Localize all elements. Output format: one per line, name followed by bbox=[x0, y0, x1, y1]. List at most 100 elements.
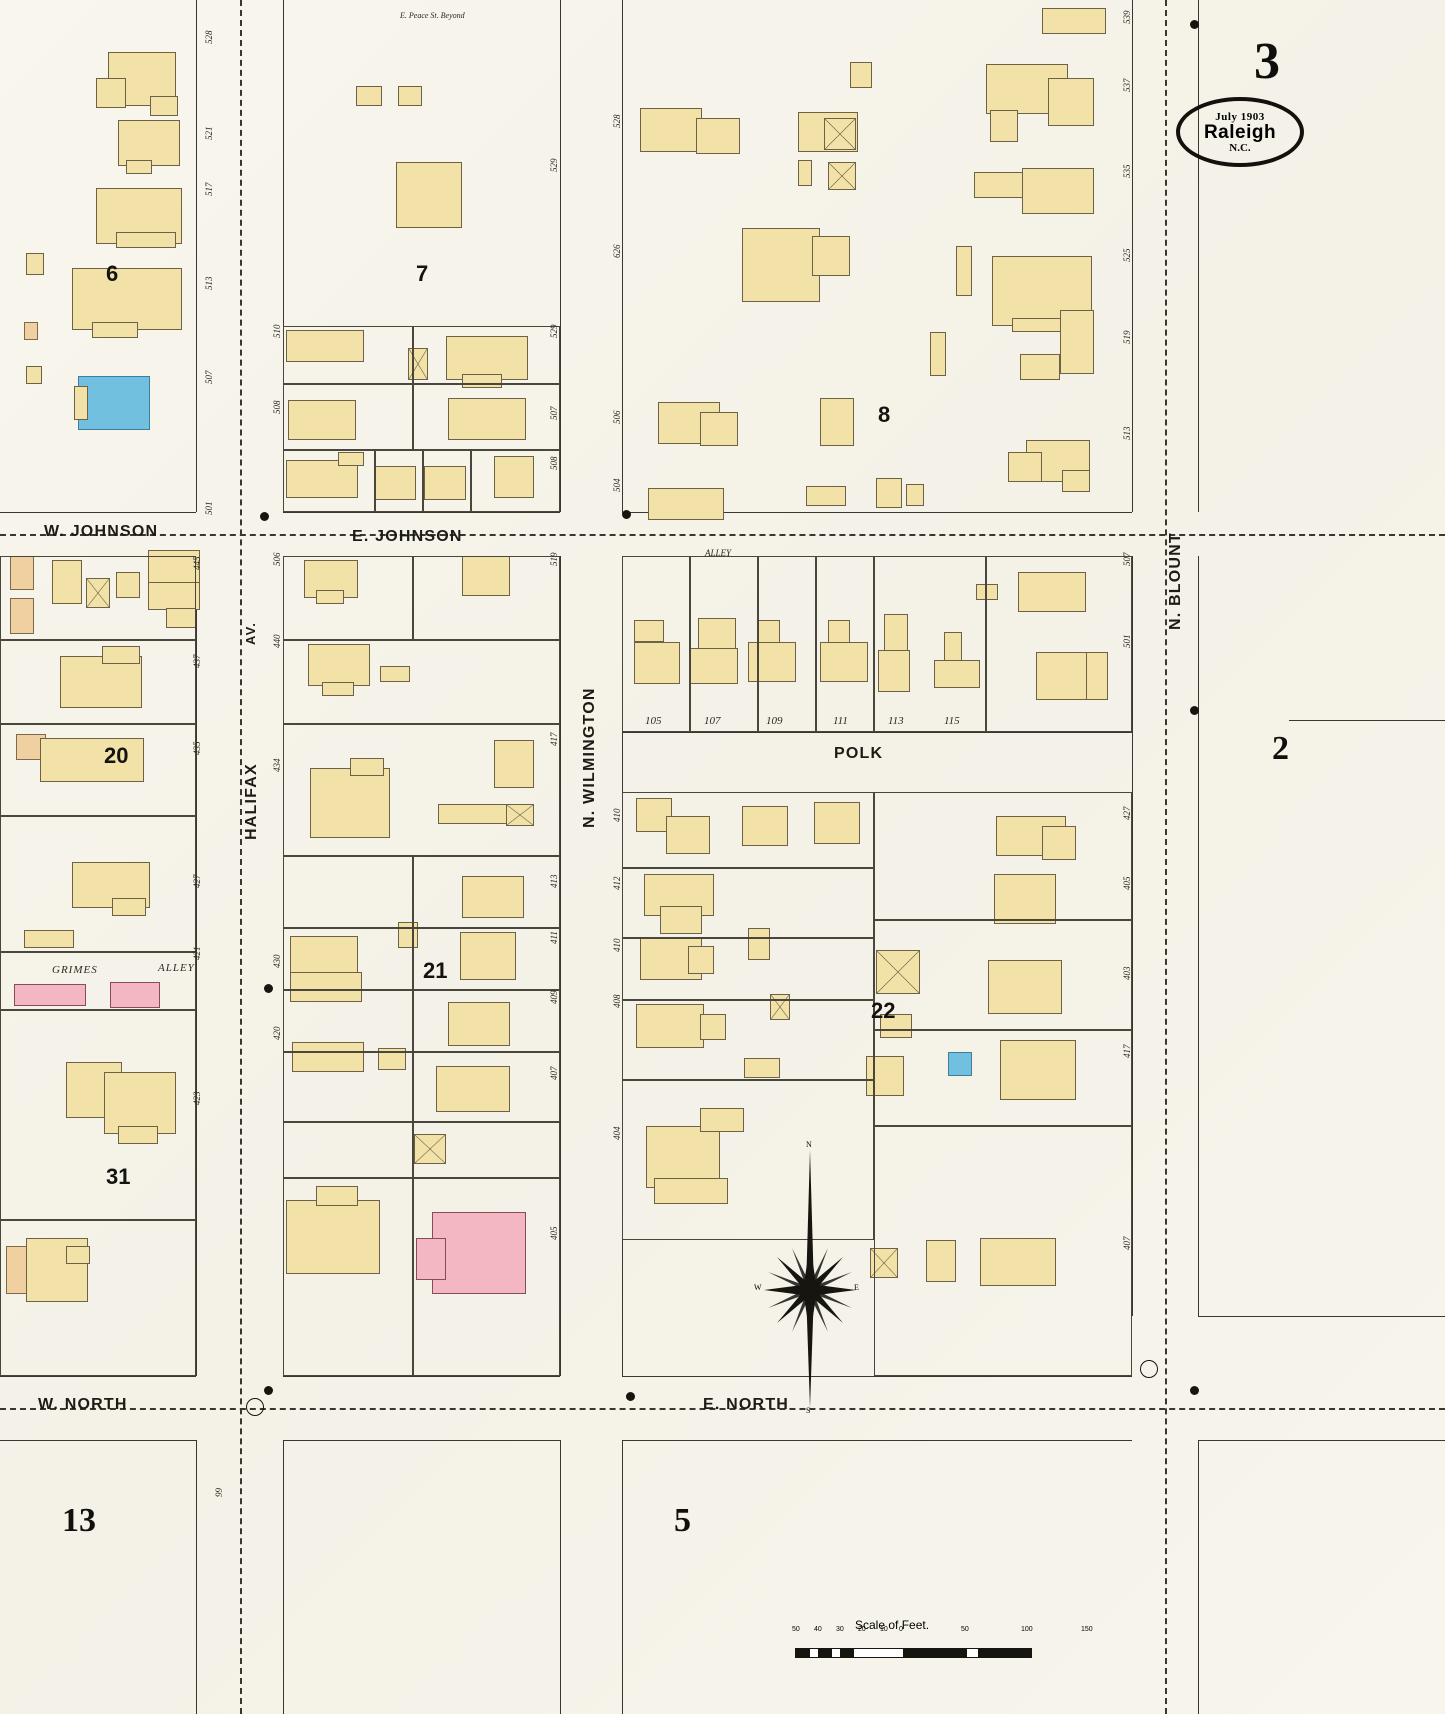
street-label-av: AV. bbox=[243, 621, 258, 645]
lot-number-506: 506 bbox=[612, 410, 622, 425]
lot-number-528: 528 bbox=[204, 30, 214, 45]
lot-number-506: 506 bbox=[272, 552, 282, 567]
block-number-8: 8 bbox=[878, 402, 891, 427]
lot-number-507: 507 bbox=[204, 370, 214, 385]
lot-number-513: 513 bbox=[204, 276, 214, 291]
adjacent-sheet-right: 2 bbox=[1272, 730, 1289, 767]
lot-number-525: 525 bbox=[1122, 248, 1132, 263]
lot-number-507: 507 bbox=[1122, 552, 1132, 567]
stone-building bbox=[78, 376, 150, 430]
lot-number-510: 510 bbox=[272, 324, 282, 339]
cartouche-city: Raleigh bbox=[1203, 121, 1277, 143]
block-number-31: 31 bbox=[106, 1164, 131, 1189]
hydrant-dot bbox=[1190, 1386, 1199, 1395]
lot-number-421: 421 bbox=[192, 946, 202, 961]
scale-tick-50L: 50 bbox=[792, 1626, 800, 1633]
street-label-n-blount: N. BLOUNT bbox=[1167, 532, 1184, 630]
lot-number-410: 410 bbox=[612, 808, 622, 823]
scale-tick-50R: 50 bbox=[961, 1626, 969, 1633]
lot-number-519: 519 bbox=[549, 552, 559, 567]
address-107: 107 bbox=[704, 715, 721, 727]
lot-number-404: 404 bbox=[612, 1126, 622, 1141]
block-number-7: 7 bbox=[416, 261, 429, 286]
street-label-w-north: W. NORTH bbox=[38, 1396, 128, 1413]
lot-number-403: 403 bbox=[1122, 966, 1132, 981]
compass-label-w: W bbox=[754, 1283, 762, 1292]
scale-bar-title: Scale of Feet. bbox=[855, 1618, 930, 1632]
cartouche-state: N.C. bbox=[1229, 141, 1251, 154]
hydrant-dot bbox=[260, 512, 269, 521]
hydrant-dot bbox=[622, 510, 631, 519]
address-109: 109 bbox=[766, 715, 783, 727]
lot-number-409: 409 bbox=[549, 990, 559, 1005]
lot-number-507: 507 bbox=[549, 406, 559, 421]
street-label-w-johnson: W. JOHNSON bbox=[44, 523, 159, 540]
compass-rose: N S W E bbox=[754, 1140, 859, 1415]
scale-tick-40: 40 bbox=[814, 1626, 822, 1633]
hydrant-dot bbox=[264, 984, 273, 993]
hydrant-dot bbox=[1190, 20, 1199, 29]
lot-number-535: 535 bbox=[1122, 164, 1132, 179]
lot-number-445: 445 bbox=[192, 556, 202, 571]
lot-number-420: 420 bbox=[272, 1026, 282, 1041]
scale-bar-graphic bbox=[795, 1648, 1032, 1658]
sheet-number: 3 bbox=[1254, 33, 1280, 90]
block-number-20: 20 bbox=[104, 743, 129, 768]
lot-number-517: 517 bbox=[204, 182, 214, 197]
address-105: 105 bbox=[645, 715, 662, 727]
lot-number-529: 529 bbox=[549, 324, 559, 339]
hydrant-dot bbox=[626, 1392, 635, 1401]
lot-number-430: 430 bbox=[272, 954, 282, 969]
lot-number-508: 508 bbox=[272, 400, 282, 415]
block-number-21: 21 bbox=[423, 958, 448, 983]
street-label-polk: POLK bbox=[834, 745, 884, 762]
lot-number-408: 408 bbox=[612, 994, 622, 1009]
lot-number-405: 405 bbox=[1122, 876, 1132, 891]
scale-tick-30: 30 bbox=[836, 1626, 844, 1633]
street-label-e-johnson: E. JOHNSON bbox=[352, 528, 463, 545]
blount-center-dashed bbox=[1165, 0, 1167, 1714]
hydrant-dot bbox=[264, 1386, 273, 1395]
adjacent-sheet-bottom-left: 13 bbox=[62, 1502, 96, 1539]
hydrant-dot bbox=[1190, 706, 1199, 715]
lot-number-413: 413 bbox=[549, 874, 559, 889]
lot-number-417: 417 bbox=[1122, 1044, 1132, 1059]
alley-label-grimes: GRIMES bbox=[52, 964, 98, 976]
lot-number-508: 508 bbox=[549, 456, 559, 471]
halifax-center-dashed bbox=[240, 0, 242, 1714]
address-113: 113 bbox=[888, 715, 904, 727]
compass-label-n: N bbox=[806, 1140, 812, 1149]
lot-number-626: 626 bbox=[612, 244, 622, 259]
address-111: 111 bbox=[833, 715, 848, 727]
alley-label-grimes-alley: ALLEY bbox=[158, 962, 195, 974]
lot-number-427: 427 bbox=[1122, 806, 1132, 821]
lot-number-437: 437 bbox=[192, 654, 202, 669]
lot-number-407: 407 bbox=[1122, 1236, 1132, 1251]
north-center-dashed bbox=[0, 1408, 1445, 1410]
lot-number-504: 504 bbox=[612, 478, 622, 493]
scale-tick-20: 20 bbox=[858, 1626, 866, 1633]
lot-number-411: 411 bbox=[549, 931, 559, 944]
title-cartouche: July 1903 Raleigh N.C. bbox=[1176, 97, 1304, 167]
lot-number-521: 521 bbox=[204, 126, 214, 141]
address-115: 115 bbox=[944, 715, 960, 727]
compass-rose-svg bbox=[764, 1150, 856, 1408]
lot-number-99: 99 bbox=[214, 1488, 224, 1497]
lot-number-435: 435 bbox=[192, 741, 202, 756]
alley-label-polk: ALLEY bbox=[705, 548, 732, 558]
cartouche-date: July 1903 bbox=[1215, 110, 1265, 123]
lot-number-501: 501 bbox=[204, 501, 214, 516]
street-label-e-peace-beyond: E. Peace St. Beyond bbox=[400, 11, 465, 20]
lot-number-434: 434 bbox=[272, 758, 282, 773]
block-number-6: 6 bbox=[106, 261, 119, 286]
lot-number-410: 410 bbox=[612, 938, 622, 953]
lot-number-529: 529 bbox=[549, 158, 559, 173]
compass-label-e: E bbox=[854, 1283, 859, 1292]
scale-tick-150: 150 bbox=[1081, 1626, 1093, 1633]
lot-number-412: 412 bbox=[612, 876, 622, 891]
scale-tick-100: 100 bbox=[1021, 1626, 1033, 1633]
lot-number-501: 501 bbox=[1122, 634, 1132, 649]
lot-number-528: 528 bbox=[612, 114, 622, 129]
street-label-e-north: E. NORTH bbox=[703, 1396, 790, 1413]
